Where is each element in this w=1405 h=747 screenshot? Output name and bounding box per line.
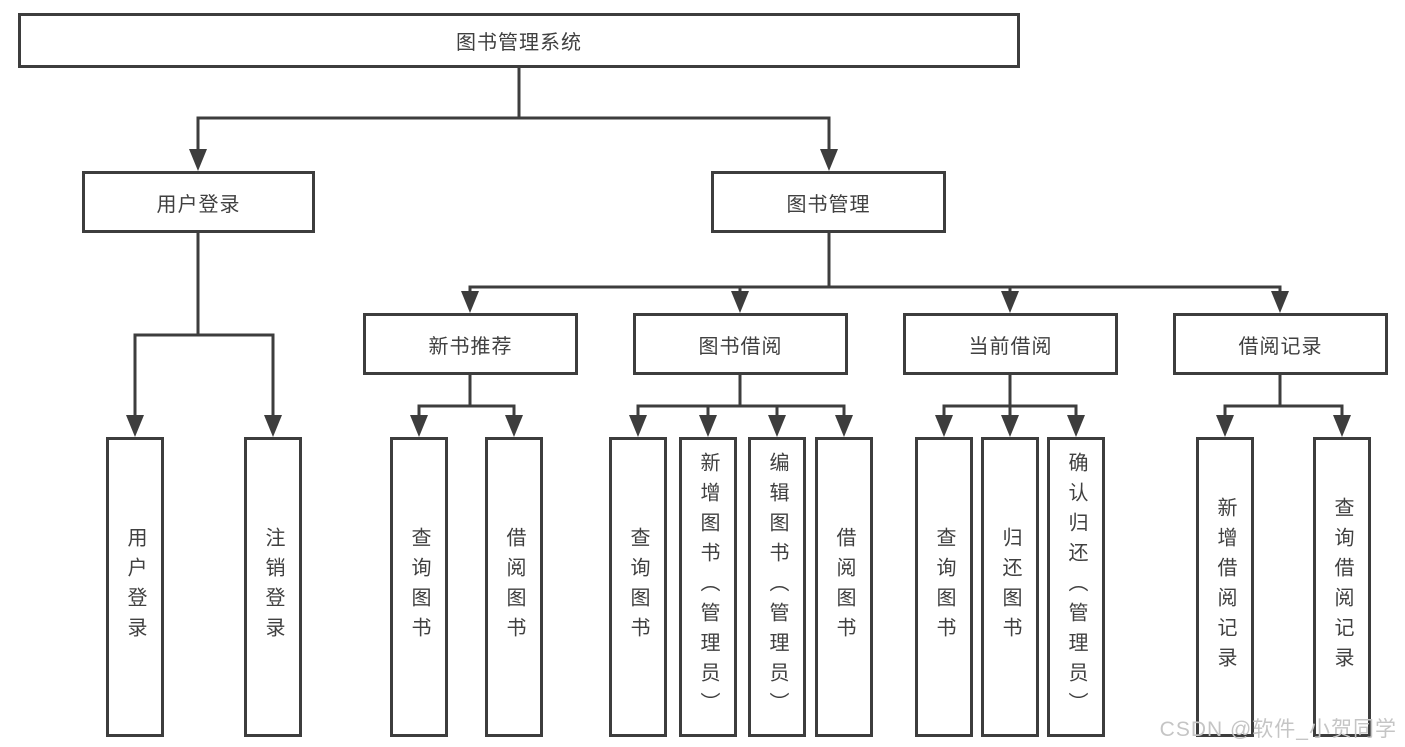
- leaf-label: 借阅图书: [833, 527, 855, 647]
- leaf-label: 归还图书: [999, 527, 1021, 647]
- node-label: 当前借阅: [968, 335, 1053, 358]
- leaf-label: 新增借阅记录: [1214, 497, 1236, 677]
- node-library-management-system: 图书管理系统: [18, 13, 1020, 68]
- leaf-label: 新增图书（管理员）: [697, 452, 719, 722]
- leaf-logout: 注销登录: [244, 437, 302, 737]
- leaf-label: 查询图书: [933, 527, 955, 647]
- node-label: 图书管理: [786, 193, 871, 216]
- leaf-borrow-books-recommend: 借阅图书: [485, 437, 543, 737]
- node-book-management: 图书管理: [711, 171, 946, 233]
- node-label: 图书借阅: [698, 335, 783, 358]
- leaf-user-login: 用户登录: [106, 437, 164, 737]
- leaf-label: 查询图书: [408, 527, 430, 647]
- leaf-query-books-borrow: 查询图书: [609, 437, 667, 737]
- leaf-label: 借阅图书: [503, 527, 525, 647]
- leaf-label: 查询图书: [627, 527, 649, 647]
- leaf-label: 确认归还（管理员）: [1065, 452, 1087, 722]
- node-borrow-records: 借阅记录: [1173, 313, 1388, 375]
- node-label: 新书推荐: [428, 335, 513, 358]
- csdn-watermark: CSDN @软件_小贺同学: [1159, 718, 1397, 741]
- leaf-label: 查询借阅记录: [1331, 497, 1353, 677]
- leaf-query-books-current: 查询图书: [915, 437, 973, 737]
- leaf-edit-book-admin: 编辑图书（管理员）: [748, 437, 806, 737]
- node-book-borrow: 图书借阅: [633, 313, 848, 375]
- leaf-add-book-admin: 新增图书（管理员）: [679, 437, 737, 737]
- leaf-return-book: 归还图书: [981, 437, 1039, 737]
- node-label: 借阅记录: [1238, 335, 1323, 358]
- node-new-book-recommend: 新书推荐: [363, 313, 578, 375]
- node-user-login: 用户登录: [82, 171, 315, 233]
- leaf-query-borrow-record: 查询借阅记录: [1313, 437, 1371, 737]
- node-label: 用户登录: [156, 193, 241, 216]
- arrowheads: [126, 149, 1351, 437]
- node-current-borrow: 当前借阅: [903, 313, 1118, 375]
- leaf-confirm-return-admin: 确认归还（管理员）: [1047, 437, 1105, 737]
- leaf-label: 编辑图书（管理员）: [766, 452, 788, 722]
- leaf-query-books-recommend: 查询图书: [390, 437, 448, 737]
- leaf-label: 用户登录: [124, 527, 146, 647]
- leaf-borrow-books: 借阅图书: [815, 437, 873, 737]
- leaf-label: 注销登录: [262, 527, 284, 647]
- leaf-add-borrow-record: 新增借阅记录: [1196, 437, 1254, 737]
- node-label: 图书管理系统: [456, 32, 582, 54]
